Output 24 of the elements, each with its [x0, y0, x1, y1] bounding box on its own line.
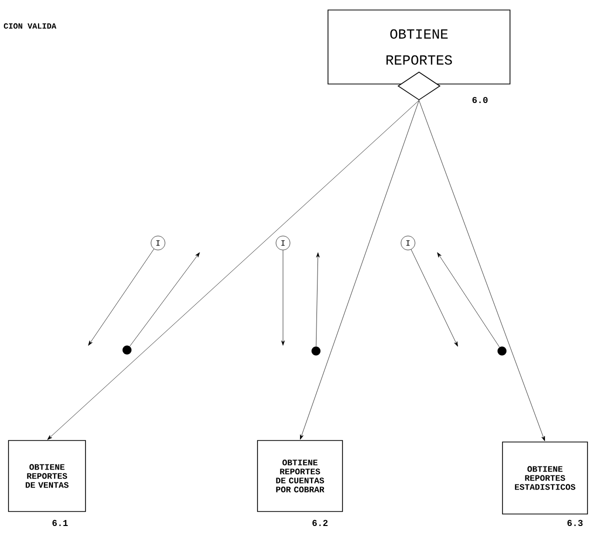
call-arrow [418, 100, 545, 442]
module-box: OBTIENE REPORTES [328, 10, 510, 84]
partial-text: CION VALIDA [4, 23, 56, 29]
control-flag-dot [498, 346, 506, 356]
module-number: 6.0 [472, 96, 488, 104]
control-flag-dot [312, 346, 320, 356]
data-couple: I [400, 236, 416, 250]
module-number: 6.2 [312, 520, 328, 526]
couple-arrow [316, 252, 320, 346]
module-box: OBTIENE REPORTES DE VENTAS [8, 440, 86, 512]
module-box: OBTIENE REPORTES ESTADISTICOS [502, 442, 588, 514]
couple-arrow [88, 248, 154, 346]
data-couple: I [276, 236, 290, 250]
module-number: 6.1 [52, 520, 68, 526]
couple-arrow [437, 252, 500, 348]
couple-arrow [410, 249, 458, 347]
module-number: 6.3 [567, 520, 583, 526]
module-box: OBTIENE REPORTES DE CUENTAS POR COBRAR [257, 440, 343, 512]
call-arrow [300, 100, 420, 440]
call-arrow [47, 100, 420, 440]
couple-arrow [281, 250, 285, 346]
couple-arrow [130, 252, 200, 346]
control-flag-dot [122, 346, 132, 354]
data-couple: I [150, 236, 166, 250]
